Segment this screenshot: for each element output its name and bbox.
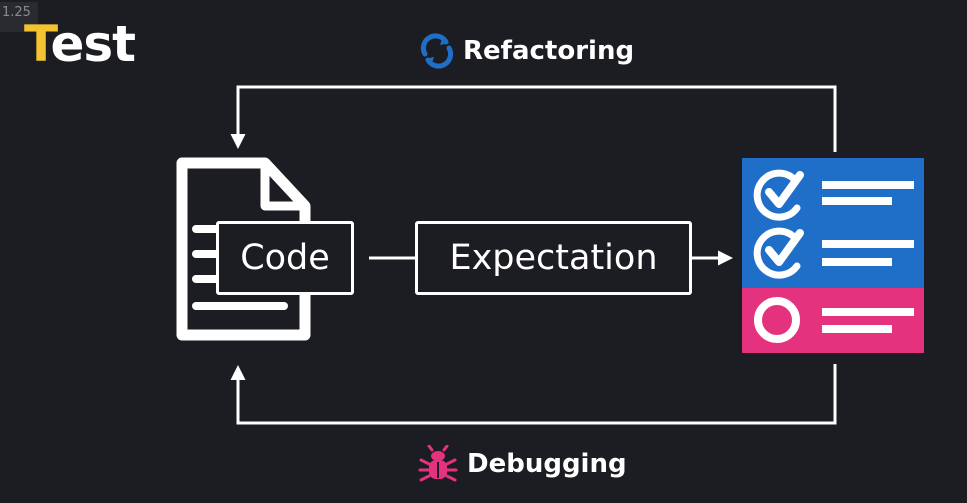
fail-circle-icon [754, 297, 800, 343]
refactoring-loop-arrow [230, 85, 837, 152]
check-icon-1 [753, 169, 804, 221]
title-first-letter: T [24, 15, 51, 73]
refresh-icon [420, 33, 454, 69]
expectation-node: Expectation [415, 221, 692, 295]
refactoring-label: Refactoring [463, 36, 635, 66]
debugging-loop-arrow [230, 364, 837, 425]
code-node: Code [216, 221, 354, 295]
version-badge: 1.25 [0, 2, 38, 32]
checklist-icon [742, 158, 924, 353]
refactoring-caption: Refactoring [419, 31, 634, 71]
debugging-label: Debugging [467, 449, 627, 479]
title-rest: est [50, 15, 136, 73]
bug-icon [418, 445, 458, 482]
check-icon-2 [753, 227, 804, 279]
page-title: Test [24, 14, 136, 74]
debugging-caption: Debugging [417, 444, 627, 484]
